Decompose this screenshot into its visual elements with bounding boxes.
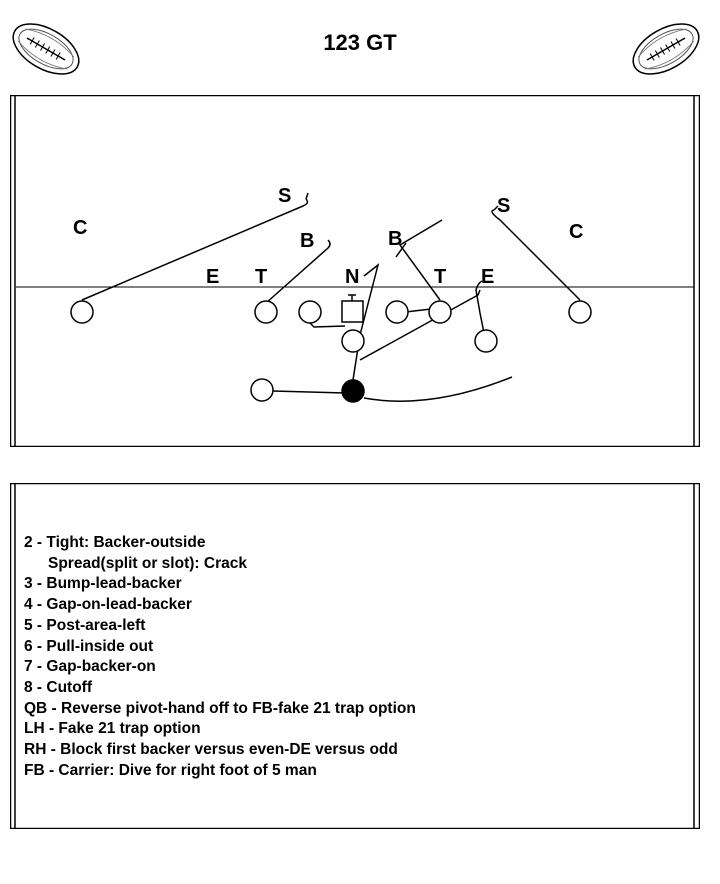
player-fullback-ball-carrier: [341, 379, 365, 403]
player-center: [341, 300, 364, 323]
note-line: Spread(split or slot): Crack: [48, 554, 247, 572]
defender-label-e-right: E: [481, 266, 494, 288]
route-split-end-tip: [305, 192, 309, 200]
football-logo-right: [632, 23, 700, 75]
route-left-tackle: [265, 239, 331, 304]
defender-label-s-left: S: [278, 185, 291, 207]
defender-label-c-right: C: [569, 221, 583, 243]
route-left-halfback: [272, 390, 346, 394]
player-right-receiver: [568, 300, 592, 324]
play-diagram: S S C B B C E T N T E: [10, 95, 700, 447]
defender-label-t-right: T: [434, 266, 446, 288]
notes-border: [10, 483, 700, 829]
note-line: 5 - Post-area-left: [24, 616, 146, 634]
note-line: 4 - Gap-on-lead-backer: [24, 596, 192, 614]
defender-label-b-right: B: [388, 228, 402, 250]
note-line: LH - Fake 21 trap option: [24, 720, 201, 738]
route-right-end: [475, 280, 485, 334]
route-right-tackle: [398, 219, 443, 301]
route-qb-pivot: [352, 263, 380, 381]
route-left-guard: [309, 322, 346, 328]
player-left-tackle: [254, 300, 278, 324]
note-line: 3 - Bump-lead-backer: [24, 575, 182, 593]
player-right-end: [474, 329, 498, 353]
route-right-receiver-tip: [493, 205, 499, 211]
player-left-guard: [298, 300, 322, 324]
assignment-notes: 2 - Tight: Backer-outside Spread(split o…: [24, 533, 416, 781]
note-line: 2 - Tight: Backer-outside: [24, 534, 206, 551]
assignment-notes-panel: 2 - Tight: Backer-outside Spread(split o…: [10, 483, 700, 829]
note-line: RH - Block first backer versus even-DE v…: [24, 741, 398, 759]
route-right-tackle-cap: [395, 242, 407, 258]
player-right-tackle: [428, 300, 452, 324]
defender-label-b-left: B: [300, 230, 314, 252]
defender-label-e-left: E: [206, 266, 219, 288]
defender-label-c-left: C: [73, 217, 87, 239]
player-quarterback: [341, 329, 365, 353]
football-logo-left: [12, 23, 80, 75]
defender-label-s-right: S: [497, 195, 510, 217]
player-split-end: [70, 300, 94, 324]
field-border: [10, 95, 700, 447]
defender-label-n: N: [345, 266, 359, 288]
route-fullback: [363, 376, 513, 402]
note-line: 7 - Gap-backer-on: [24, 658, 156, 676]
note-line: QB - Reverse pivot-hand off to FB-fake 2…: [24, 699, 416, 717]
route-split-end: [81, 198, 309, 301]
defender-label-t-left: T: [255, 266, 267, 288]
note-line: FB - Carrier: Dive for right foot of 5 m…: [24, 761, 317, 779]
note-line: 6 - Pull-inside out: [24, 637, 154, 655]
note-line: 8 - Cutoff: [24, 678, 93, 696]
route-right-halfback: [359, 289, 481, 361]
play-title: 123 GT: [323, 30, 397, 55]
route-right-receiver: [491, 209, 581, 301]
player-right-guard: [385, 300, 409, 324]
player-left-halfback: [250, 378, 274, 402]
